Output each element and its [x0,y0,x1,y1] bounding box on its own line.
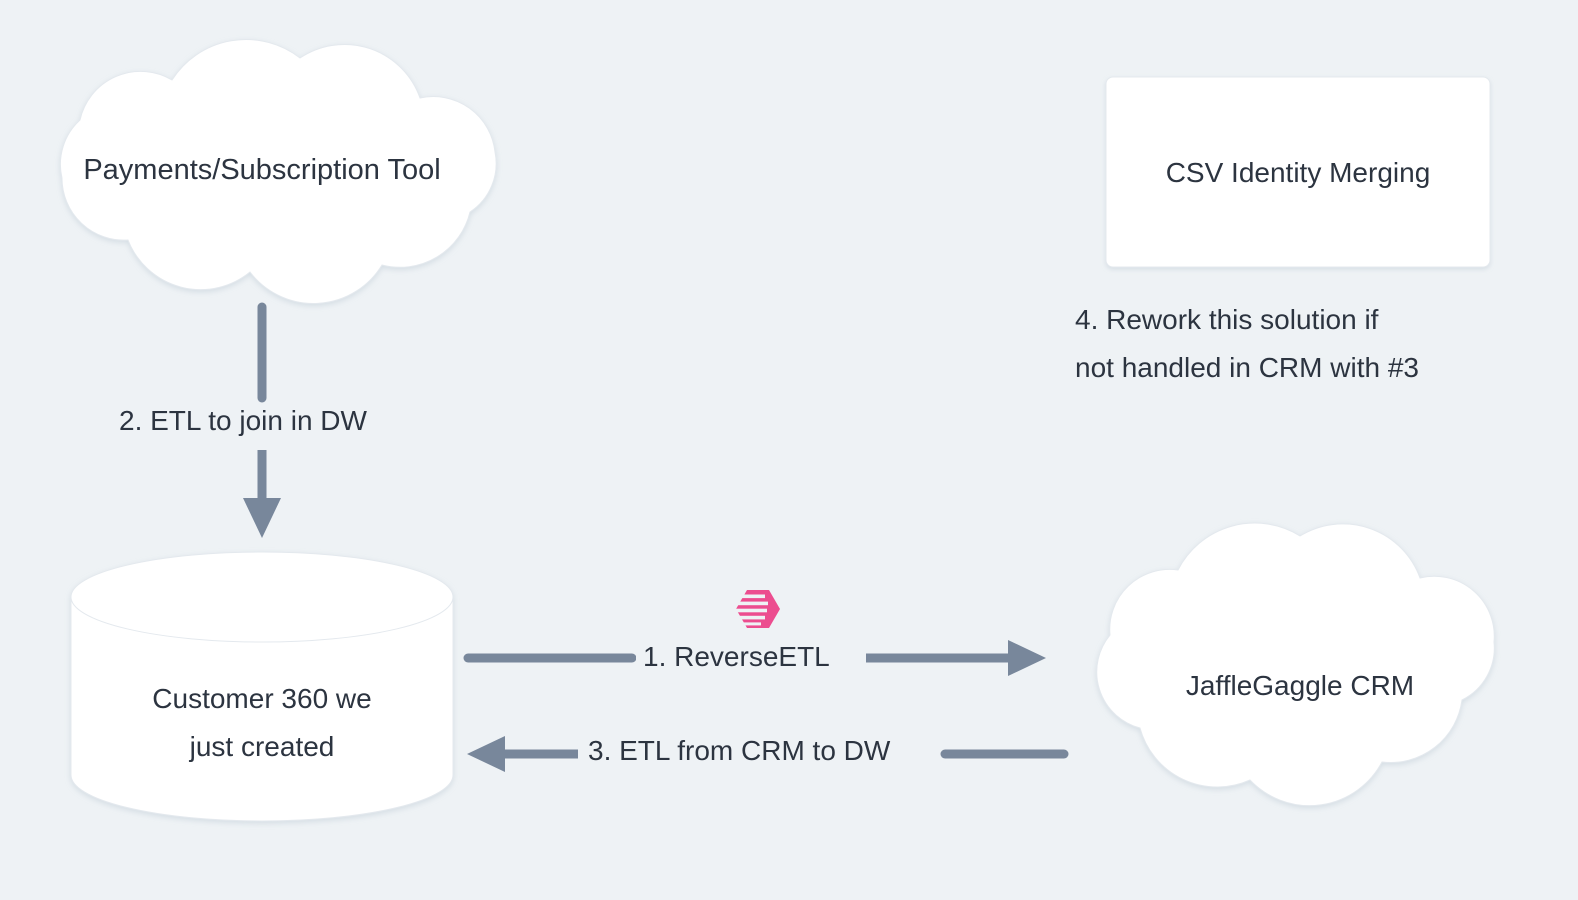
node-label-crm-cloud: JaffleGaggle CRM [1185,670,1415,701]
node-label-payments-cloud: Payments/Subscription Tool [83,154,441,186]
dbt-logo-icon [736,590,780,628]
node-shape-csv-box[interactable] [1105,76,1491,268]
node-shape-crm-cloud[interactable] [1096,522,1495,807]
annotation-note-four: 4. Rework this solution if not handled i… [1075,304,1419,384]
node-shape-datawarehouse-cylinder[interactable] [70,551,454,822]
node-label-datawarehouse-cylinder: Customer 360 we just created [152,683,372,763]
edge-label-three: 3. ETL from CRM to DW [581,735,898,767]
node-shape-payments-cloud[interactable] [59,39,497,304]
edge-label-one: 1. ReverseETL [636,641,837,673]
edge-two-connector [243,302,281,538]
edge-three-connector [467,736,1069,772]
node-label-csv-box: CSV Identity Merging [1165,157,1431,188]
edge-label-two: 2. ETL to join in DW [113,405,373,437]
edge-one-connector [463,640,1046,676]
